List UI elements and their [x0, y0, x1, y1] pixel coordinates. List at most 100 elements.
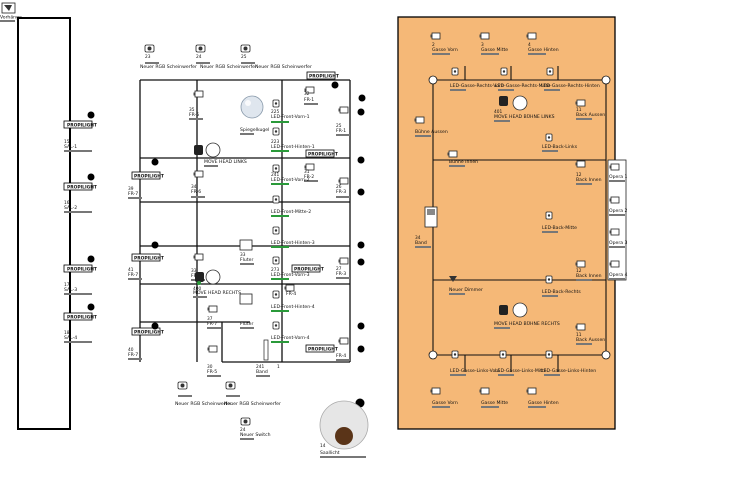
fixture-name: Gasse Vorn [432, 400, 458, 406]
fluter[interactable]: Fluter [239, 293, 254, 329]
gasse-fixture[interactable]: Gasse Hinten [526, 387, 559, 408]
opera-fixture[interactable]: Opera 4 [609, 260, 628, 280]
led-fixture[interactable]: LED-Gasse-Rechts-Vorn [450, 67, 504, 91]
fixture-name: FR-3 [336, 189, 346, 195]
propilight-fixture[interactable]: PROPILIGHT 41 FR-7 [128, 253, 164, 280]
rgb-fixture[interactable]: 24 Neuer RGB Scheinwerfer [195, 44, 257, 70]
intensity-bar [304, 180, 318, 182]
fixture-name: Saallicht [320, 450, 340, 456]
propilight-fixture[interactable]: PROPILIGHT [291, 264, 324, 273]
intensity-bar [145, 62, 159, 64]
curtain-label: Vorhänge [0, 15, 22, 21]
move-head-buehne-links[interactable]: 401 MOVE HEAD BÜHNE LINKS [494, 95, 555, 122]
led-fixture[interactable]: LED-Back-Mitte [542, 211, 577, 233]
led-fixture[interactable]: LED-Back-Rechts [542, 275, 581, 297]
opera-fixture[interactable]: Opera 1 [609, 163, 628, 182]
fr-fixture[interactable]: FR-4 [336, 337, 350, 361]
led-fixture[interactable]: LED-Gasse-Rechts-Mitte [495, 67, 550, 91]
led-fixture[interactable]: LED-Back-Links [542, 133, 578, 152]
led-fixture[interactable]: LED-Front-Mitte-2 [271, 195, 311, 217]
fixture-num: 25 [241, 54, 247, 60]
fluter[interactable]: 33 Fluter [239, 239, 254, 265]
intensity-bar [542, 150, 558, 152]
neuer-dimmer[interactable]: Neuer Dimmer [449, 276, 483, 295]
neuer-switch[interactable]: 24 Neuer Switch [240, 417, 271, 440]
propilight-fixture[interactable]: PROPILIGHT [305, 344, 338, 353]
fixture-name: FR-4 [286, 291, 296, 297]
fixture-num: 27 [336, 266, 342, 272]
fixture-num: 25 [336, 123, 342, 129]
buehne-aussen[interactable]: Bühne Aussen [414, 116, 448, 137]
sal-pipe[interactable]: PROPILIGHT 16 SAL-2 [63, 173, 97, 214]
led-fixture[interactable]: LED-Gasse-Links-Mitte [495, 350, 547, 376]
intensity-bar [204, 165, 218, 167]
fixture-num: 40 [128, 347, 134, 353]
intensity-bar [576, 279, 592, 281]
rgb-fixture[interactable]: Neuer RGB Scheinwerfer [224, 381, 281, 407]
move-head-rechts[interactable]: 400 MOVE HEAD RECHTS [193, 269, 241, 298]
rgb-fixture[interactable]: 23 Neuer RGB Scheinwerfer [140, 44, 197, 70]
mirror-ball[interactable]: Spiegelkugel [240, 95, 269, 135]
opera-fixture[interactable]: Opera 3 [609, 228, 628, 248]
band-fixture[interactable]: 241 Band 1 [256, 339, 280, 377]
fixture-name: MOVE HEAD LINKS [204, 159, 247, 165]
fr-fixture[interactable]: FR-4 [284, 284, 297, 297]
pipe-brand: PROPILIGHT [67, 267, 97, 273]
led-fixture[interactable]: LED-Gasse-Links-Vorn [450, 350, 500, 376]
saallicht[interactable]: 14 Saallicht [319, 400, 369, 458]
intensity-bar [449, 293, 465, 295]
opera-fixture[interactable]: Opera 2 [609, 196, 628, 216]
sal-pipe[interactable]: PROPILIGHT 17 SAL-3 [63, 255, 97, 296]
curtain-icon[interactable] [1, 2, 16, 14]
led-fixture[interactable]: LED-Front-Hinten-3 [271, 226, 315, 248]
led-fixture[interactable]: LED-Gasse-Rechts-Hinten [541, 67, 600, 91]
move-head-buehne-rechts[interactable]: MOVE HEAD BÜHNE RECHTS [494, 302, 560, 329]
rgb-fixture[interactable]: 25 Neuer RGB Scheinwerfer [240, 44, 312, 70]
led-fixture[interactable]: LED-Front-Vorn-4 [271, 321, 310, 343]
pipe-name: SAL-1 [64, 144, 77, 150]
intensity-bar [271, 310, 289, 312]
fixture-name: Neuer RGB Scheinwerfer [175, 401, 232, 407]
led-fixture[interactable]: LED-Front-Hinten-4 [271, 290, 315, 312]
buehne-innen[interactable]: Bühne Innen [447, 150, 479, 167]
fixture-num: 400 [193, 286, 201, 292]
propilight-fixture[interactable]: PROPILIGHT 39 FR-7 [128, 171, 164, 199]
band-spot[interactable]: 34 Band [415, 206, 438, 248]
move-head-links[interactable]: MOVE HEAD LINKS [194, 142, 247, 167]
propilight-fixture[interactable]: PROPILIGHT 40 FR-7 [128, 327, 164, 360]
fixture-name: LED-Front-Vorn-2 [271, 177, 310, 183]
move-head-icon [195, 272, 204, 282]
intensity-bar [271, 341, 289, 343]
rgb-fixture[interactable]: Neuer RGB Scheinwerfer [175, 381, 232, 407]
gasse-fixture[interactable]: Gasse Vorn [430, 387, 458, 408]
sal-pipe[interactable]: PROPILIGHT 15 SAL-1 [63, 111, 97, 153]
fixture-num: 32 [304, 91, 310, 97]
led-fixture[interactable]: LED-Gasse-Links-Hinten [541, 350, 596, 376]
sal-pipe[interactable]: PROPILIGHT 18 SAL-4 [63, 303, 97, 344]
gasse-fixture[interactable]: Gasse Mitte [479, 387, 509, 408]
fixture-num: 2 [432, 42, 435, 48]
intensity-bar [449, 165, 465, 167]
propilight-fixture[interactable]: PROPILIGHT [306, 71, 339, 80]
propilight-fixture[interactable]: PROPILIGHT [305, 149, 338, 158]
